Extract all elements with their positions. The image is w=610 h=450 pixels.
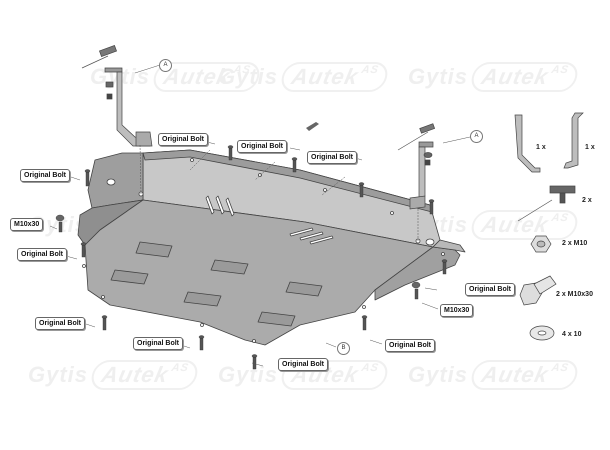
callout-original-bolt: Original Bolt — [237, 140, 287, 153]
mount-hole — [258, 173, 262, 177]
vent-slot — [225, 197, 235, 217]
callout-original-bolt: Original Bolt — [17, 248, 67, 261]
mount-hole — [106, 178, 116, 186]
part-bracket-right — [563, 112, 584, 169]
callout-original-bolt: Original Bolt — [307, 151, 357, 164]
leader-lines — [49, 64, 471, 367]
plate-recess — [110, 269, 149, 285]
bracket-left-assembly — [81, 44, 153, 147]
callout-original-bolt: Original Bolt — [465, 283, 515, 296]
qty-bracket-left: 1 x — [536, 144, 546, 151]
mount-hole — [323, 188, 327, 192]
plate-recess — [285, 281, 323, 297]
plate-recess — [257, 311, 296, 327]
plate-recess — [183, 291, 222, 307]
marker-b: B — [337, 342, 350, 355]
vent-slot — [289, 227, 314, 237]
callout-m10x30: M10x30 — [10, 218, 44, 231]
plate-recess — [135, 241, 173, 258]
part-clip-bar — [549, 185, 576, 194]
qty-nut: 2 x M10 — [562, 240, 588, 247]
mount-hole — [362, 305, 366, 309]
callout-original-bolt: Original Bolt — [158, 133, 208, 146]
callout-original-bolt: Original Bolt — [20, 169, 70, 182]
marker-a-right: A — [470, 130, 483, 143]
direction-arrow — [306, 122, 319, 131]
skid-plate-left-wall — [87, 152, 144, 209]
watermark-brand: Gytis — [218, 64, 279, 89]
watermark-brand: Gytis — [408, 64, 469, 89]
vent-slot — [309, 235, 334, 245]
mount-hole — [190, 158, 194, 162]
marker-a-left: A — [159, 59, 172, 72]
callout-m10x30: M10x30 — [440, 304, 474, 317]
watermark-brand: Gytis — [218, 362, 279, 387]
part-clip-bolt — [559, 192, 566, 204]
mount-hole — [390, 211, 394, 215]
bracket-right-assembly — [397, 123, 436, 210]
mount-hole — [82, 264, 86, 268]
mount-hole — [441, 252, 445, 256]
plate-recess — [210, 259, 249, 275]
callout-original-bolt: Original Bolt — [278, 358, 328, 371]
part-bracket-left — [514, 114, 541, 173]
skid-plate-right-wing — [432, 239, 466, 253]
qty-clip-bolt: 2 x — [582, 197, 592, 204]
skid-plate-floor — [84, 199, 434, 346]
part-clip-wire — [517, 199, 553, 222]
parts-drawings — [514, 112, 584, 341]
vent-slot — [205, 195, 215, 215]
callout-original-bolt: Original Bolt — [385, 339, 435, 352]
bolts — [55, 145, 448, 370]
vent-slot — [299, 231, 324, 241]
callout-original-bolt: Original Bolt — [133, 337, 183, 350]
mount-hole — [200, 323, 204, 327]
mount-hole — [252, 339, 256, 343]
part-bolt-shank — [533, 275, 557, 295]
mount-hole — [425, 238, 435, 246]
watermark-brand: Gytis — [28, 362, 89, 387]
qty-bracket-right: 1 x — [585, 144, 595, 151]
qty-bolt: 2 x M10x30 — [556, 291, 593, 298]
mount-hole — [101, 295, 105, 299]
callout-original-bolt: Original Bolt — [35, 317, 85, 330]
vent-slot — [215, 195, 225, 215]
watermark-brand: Gytis — [408, 362, 469, 387]
qty-washer: 4 x 10 — [562, 331, 582, 338]
